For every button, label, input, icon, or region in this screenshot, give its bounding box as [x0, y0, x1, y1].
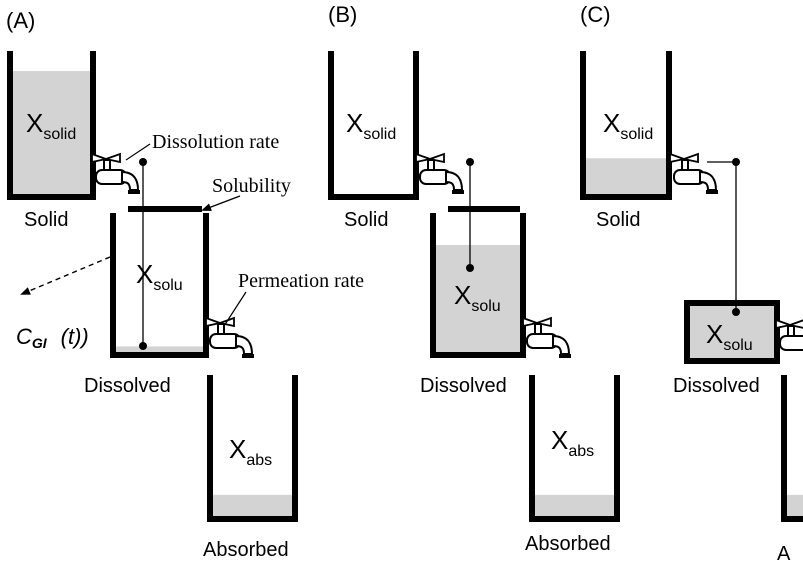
dissolved-symbol: Xsolu [454, 280, 501, 315]
solid-caption: Solid [24, 209, 68, 231]
faucet-icon [91, 153, 141, 195]
dissolved-symbol: Xsolu [706, 319, 753, 354]
absorbed-symbol: Xabs [551, 425, 594, 460]
faucet-icon [775, 319, 803, 361]
panel-b-label: (B) [328, 2, 357, 27]
panel-c-label: (C) [580, 2, 611, 27]
solid-level [586, 158, 666, 194]
absorbed-tank: Xabs Absorbed [525, 375, 620, 555]
solid-caption: Solid [344, 209, 388, 231]
dissolved-tank: Xsolu Dissolved [673, 300, 780, 397]
dissolved-caption: Dissolved [84, 375, 171, 397]
dissolution-rate-label: Dissolution rate [152, 131, 279, 153]
absorbed-tank: A [777, 375, 803, 561]
cgi-label: CGI(t)) [16, 324, 89, 351]
faucet-icon [522, 317, 572, 359]
panel-a-label: (A) [6, 8, 35, 33]
solid-level [13, 71, 90, 194]
solid-symbol: Xsolid [26, 108, 76, 143]
absorbed-level [787, 494, 803, 516]
panel-c: (C) Xsolid Solid Xsolu Dissolved A [580, 2, 803, 561]
dissolved-level [690, 306, 774, 358]
dissolved-tank: Xsolu Dissolved [84, 206, 209, 397]
solid-caption: Solid [596, 209, 640, 231]
faucet-icon [415, 153, 465, 195]
absorbed-caption: Absorbed [525, 533, 611, 555]
absorbed-caption: A [777, 543, 791, 561]
panel-a: (A) Xsolid Solid Xsolu Dissolved Xabs [6, 8, 364, 561]
dissolved-caption: Dissolved [673, 375, 760, 397]
solubility-label: Solubility [212, 175, 291, 197]
absorbed-level [535, 494, 614, 516]
solid-symbol: Xsolid [603, 108, 653, 143]
panel-b: (B) Xsolid Solid Xsolu Dissolved Xabs [328, 2, 620, 555]
solid-tank: Xsolid Solid [580, 51, 672, 231]
dissolved-level [436, 244, 520, 352]
faucet-icon [205, 317, 255, 359]
faucet-icon [669, 153, 719, 195]
absorbed-level [213, 494, 292, 516]
dissolved-level [116, 346, 203, 352]
permeation-rate-label: Permeation rate [238, 270, 364, 292]
absorbed-tank: Xabs Absorbed [203, 375, 298, 561]
dissolved-tank: Xsolu Dissolved [420, 206, 526, 397]
dissolved-symbol: Xsolu [136, 259, 183, 294]
absorbed-symbol: Xabs [229, 434, 272, 469]
solid-tank: Xsolid Solid [7, 51, 96, 231]
solid-symbol: Xsolid [346, 108, 396, 143]
solid-tank: Xsolid Solid [328, 51, 419, 231]
dissolved-caption: Dissolved [420, 375, 507, 397]
absorbed-caption: Absorbed [203, 539, 289, 561]
